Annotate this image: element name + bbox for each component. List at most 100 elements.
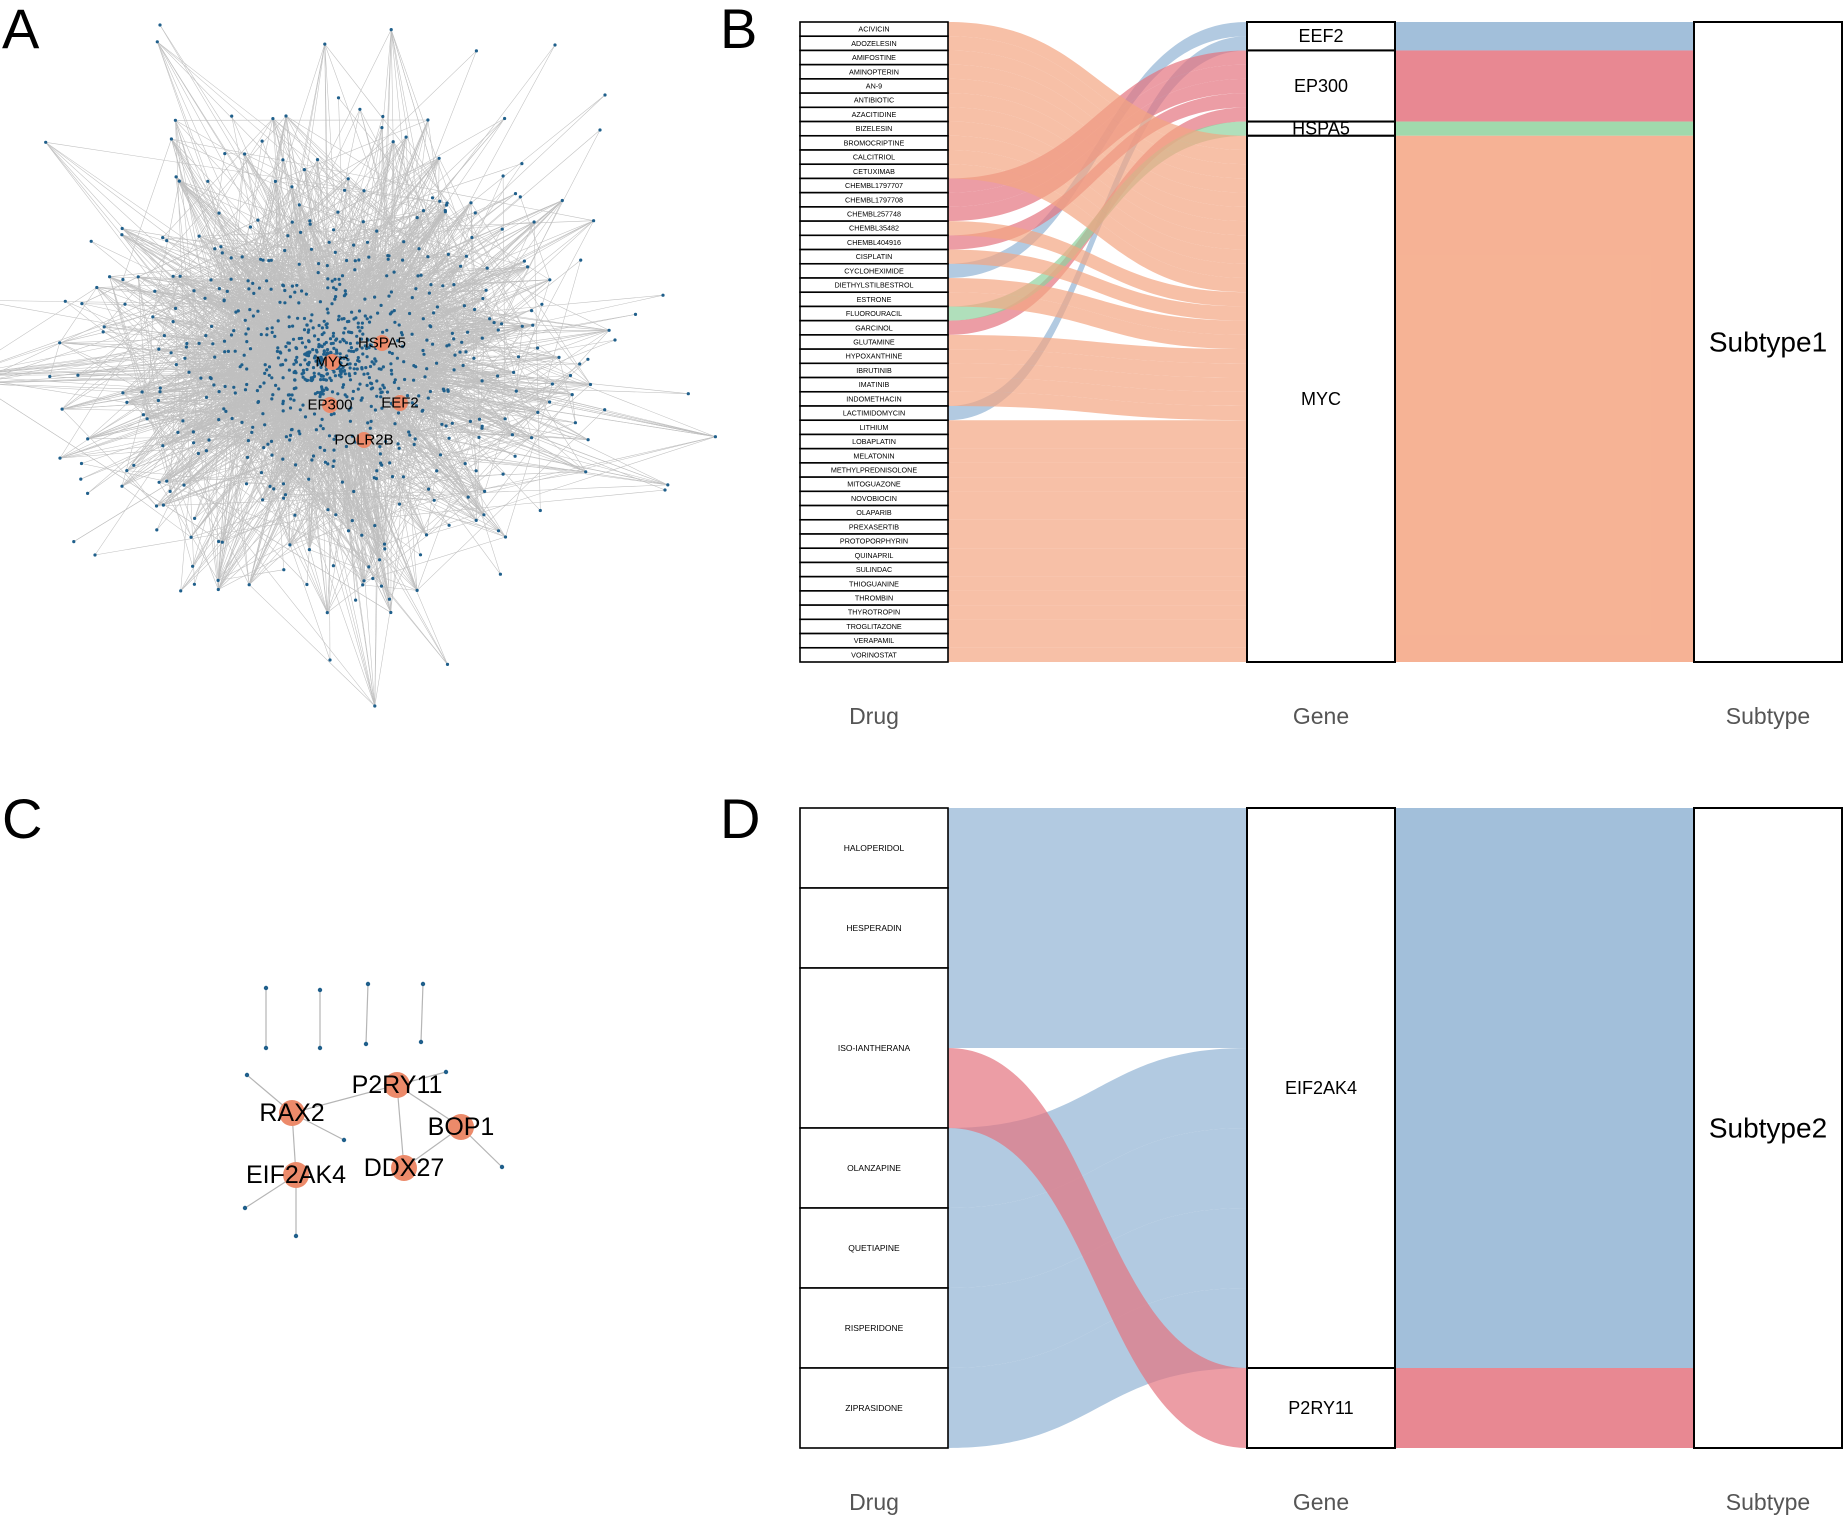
network-node	[269, 439, 274, 443]
network-edge	[157, 41, 523, 327]
network-edge	[103, 115, 287, 327]
network-edge	[61, 159, 284, 410]
network-node	[265, 327, 269, 331]
network-edge	[354, 269, 395, 383]
network-node	[297, 336, 301, 341]
network-node	[318, 445, 322, 450]
network-edge	[365, 983, 369, 1045]
network-edge	[252, 196, 521, 428]
network-edge	[59, 439, 290, 459]
network-edge	[77, 221, 293, 376]
drug-label-olaparib: OLAPARIB	[856, 508, 892, 517]
panel-letter-a: A	[2, 0, 40, 60]
network-node	[162, 334, 166, 338]
network-node	[360, 346, 364, 350]
drug-label-bromocriptine: BROMOCRIPTINE	[844, 138, 905, 147]
network-edge	[137, 276, 161, 392]
network-edge	[376, 375, 571, 471]
network-node	[365, 346, 369, 351]
network-node	[233, 349, 237, 353]
network-node	[450, 421, 454, 425]
network-node	[259, 332, 263, 337]
network-edge	[225, 115, 287, 412]
network-edge	[218, 569, 284, 581]
network-node	[330, 279, 334, 283]
network-edge	[520, 196, 551, 280]
network-node	[530, 436, 534, 440]
network-node	[331, 331, 336, 335]
network-node	[474, 49, 478, 53]
network-node	[262, 381, 266, 385]
network-node	[334, 513, 338, 517]
network-node	[279, 351, 283, 355]
network-node	[356, 356, 360, 360]
network-node	[271, 117, 275, 121]
network-node	[333, 250, 337, 254]
flow-bromocriptine-to-myc	[948, 135, 1247, 264]
network-node	[268, 484, 272, 488]
network-node	[283, 301, 287, 305]
network-node	[441, 284, 445, 288]
network-edge	[376, 396, 586, 473]
network-node	[288, 295, 292, 299]
drug-label-prexasertib: PREXASERTIB	[849, 522, 899, 531]
network-node	[336, 318, 341, 322]
network-node	[473, 211, 477, 215]
network-edge	[323, 376, 386, 442]
network-node	[281, 376, 285, 380]
network-edge	[244, 153, 363, 324]
network-edge	[333, 245, 354, 451]
network-node	[252, 291, 256, 295]
network-node	[418, 1039, 424, 1045]
network-edge	[143, 364, 243, 415]
network-node	[333, 297, 337, 301]
network-node	[203, 296, 207, 300]
network-node	[402, 240, 406, 244]
network-edge	[257, 159, 284, 403]
network-node	[305, 582, 309, 587]
network-edge	[338, 279, 393, 313]
network-edge	[320, 265, 328, 368]
network-edge	[162, 237, 388, 256]
network-edge	[179, 180, 320, 358]
network-node	[511, 370, 516, 374]
network-node	[303, 377, 307, 381]
flow-vorinostat-to-myc	[948, 647, 1247, 662]
network-edge	[370, 312, 434, 318]
network-node	[432, 311, 436, 315]
network-edge	[204, 153, 226, 299]
network-node	[367, 346, 371, 350]
network-node	[363, 344, 367, 348]
network-node	[314, 428, 318, 432]
network-edge	[267, 358, 331, 445]
network-node	[426, 396, 430, 400]
network-edge	[0, 329, 305, 371]
network-node	[522, 259, 527, 263]
network-edge	[333, 339, 616, 451]
network-node	[598, 128, 602, 132]
network-node	[283, 288, 287, 293]
network-node	[120, 226, 124, 231]
network-node	[293, 378, 297, 382]
flow-thrombin-to-myc	[948, 590, 1247, 606]
network-edge	[268, 260, 501, 575]
gene-label-p2ry11: P2RY11	[1288, 1398, 1353, 1418]
network-node	[344, 341, 349, 345]
hub-label-polr2b: POLR2B	[334, 432, 393, 449]
network-node	[262, 446, 266, 450]
network-edge	[162, 445, 219, 590]
network-node	[298, 363, 303, 367]
network-edge	[162, 118, 274, 238]
network-node	[325, 348, 330, 352]
network-node	[503, 116, 507, 121]
drug-label-chembl404916: CHEMBL404916	[847, 238, 901, 247]
network-node	[320, 374, 324, 378]
network-node	[257, 286, 261, 290]
network-node	[261, 412, 265, 416]
network-node	[371, 576, 375, 581]
network-edge	[248, 296, 375, 585]
network-node	[359, 398, 363, 402]
drug-label-fluorouracil: FLUOROURACIL	[846, 309, 902, 318]
network-node	[390, 310, 394, 314]
network-edge	[333, 314, 636, 368]
